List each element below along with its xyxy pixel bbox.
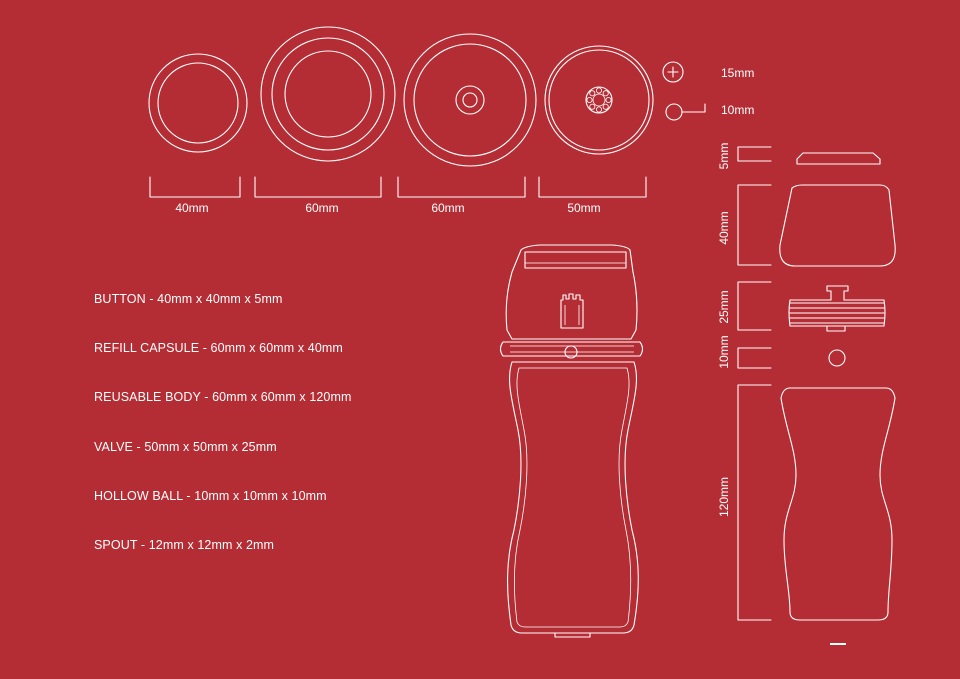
width-bracket-capsule: [254, 176, 382, 198]
reusable-body-part: [780, 387, 896, 621]
width-label-valve: 50mm: [567, 201, 600, 215]
height-label-valve: 25mm: [717, 290, 731, 323]
capsule-top-view: [260, 26, 396, 162]
height-label-button: 5mm: [717, 143, 731, 170]
valve-part: [788, 285, 886, 332]
body-top-view: [403, 33, 537, 167]
hollow-ball-part: [828, 349, 846, 367]
spec-valve: VALVE - 50mm x 50mm x 25mm: [94, 439, 277, 454]
height-bracket-button: [737, 146, 772, 162]
ball-10mm-label: 10mm: [721, 103, 754, 117]
spec-reusable-body: REUSABLE BODY - 60mm x 60mm x 120mm: [94, 390, 352, 405]
width-label-button: 40mm: [175, 201, 208, 215]
spec-button: BUTTON - 40mm x 40mm x 5mm: [94, 292, 283, 306]
width-bracket-valve: [538, 176, 647, 198]
button-part: [796, 152, 881, 165]
height-label-capsule: 40mm: [717, 211, 731, 244]
height-bracket-valve: [737, 281, 772, 331]
spec-spout: SPOUT - 12mm x 12mm x 2mm: [94, 537, 275, 552]
spec-hollow-ball: HOLLOW BALL - 10mm x 10mm x 10mm: [94, 488, 327, 503]
width-bracket-button: [149, 176, 241, 198]
ball-15mm-icon: [662, 61, 684, 83]
width-bracket-body: [397, 176, 526, 198]
width-label-capsule: 60mm: [305, 201, 338, 215]
height-label-ball: 10mm: [717, 335, 731, 368]
component-spec-list: BUTTON - 40mm x 40mm x 5mm REFILL CAPSUL…: [94, 291, 352, 586]
spec-refill-capsule: REFILL CAPSULE - 60mm x 60mm x 40mm: [94, 341, 343, 356]
refill-capsule-part: [779, 184, 896, 267]
height-label-body: 120mm: [717, 477, 731, 517]
ball-15mm-label: 15mm: [721, 66, 754, 80]
ball-10mm-icon: [665, 103, 706, 121]
valve-top-view: [544, 45, 654, 155]
height-bracket-ball: [737, 347, 772, 369]
width-label-body: 60mm: [431, 201, 464, 215]
height-bracket-body: [737, 384, 772, 621]
button-top-view: [148, 53, 248, 153]
height-bracket-capsule: [737, 184, 772, 266]
assembled-bottle: [499, 244, 644, 638]
